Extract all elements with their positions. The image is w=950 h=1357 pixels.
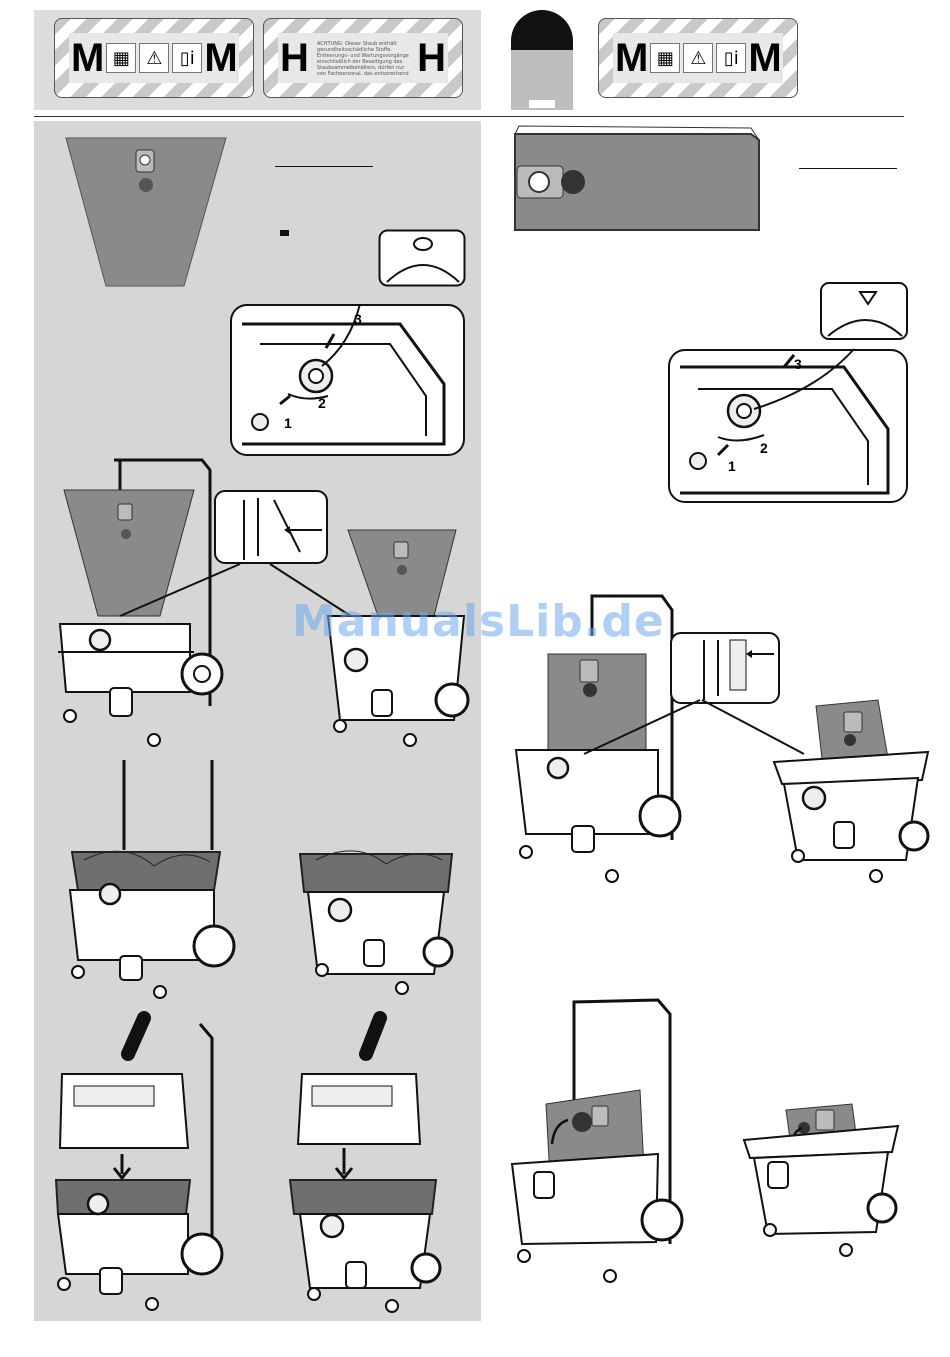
header-rule [34,116,904,117]
pointer-lines-left [119,563,361,623]
badge-h-class: H ACHTUNG: Dieser Staub enthält gesundhe… [263,18,463,98]
heading-rule-right [799,168,897,169]
vacuum-head-placement-left [54,1011,224,1311]
badge-m-class-right: M ▦ ⚠ ▯i M [598,18,798,98]
flat-filter-bag [514,125,760,231]
heading-rule-left [275,166,373,167]
step-number-2: 2 [318,395,326,411]
fitting-detail-inset [378,229,466,287]
connector-detail-inset [214,490,328,564]
warning-icon: ⚠ [683,43,714,73]
class-letter-right: M [204,36,238,80]
step-number-1: 1 [728,458,736,474]
class-letter-right: M [748,36,782,80]
pointer-lines-right [583,699,805,755]
filter-icon: ▦ [106,43,137,73]
bag-mount-detail-right: 1 2 3 [668,348,908,503]
section-tab [511,10,573,110]
filter-icon: ▦ [650,43,681,73]
class-letter-left: M [71,36,105,80]
step-number-1: 1 [284,415,292,431]
hazard-notice-text: ACHTUNG: Dieser Staub enthält gesundheit… [316,41,409,75]
watermark: ManualsLib.de [292,596,665,647]
vacuum-bag-rotate-right [510,998,684,1283]
warning-icon: ⚠ [139,43,170,73]
manual-icon: ▯i [172,43,203,73]
step-number-2: 2 [760,440,768,456]
class-letter-right: H [417,36,446,80]
bullet-mark [280,230,289,236]
step-number-3: 3 [794,356,802,372]
vacuum-with-flat-bag-right [514,594,682,883]
class-letter-left: H [280,36,309,80]
bag-mount-detail: 1 2 3 [230,303,465,456]
vacuum-bag-fitted-left [68,760,236,999]
container-bag-fitted-left [298,850,454,995]
step-number-3: 3 [354,311,362,327]
container-head-placement-left [288,1011,442,1313]
badge-m-class-left: M ▦ ⚠ ▯i M [54,18,254,98]
manual-icon: ▯i [716,43,747,73]
container-with-flat-bag-right [772,699,930,883]
fitting-detail-inset-right [820,282,908,340]
vacuum-with-bag-left [58,458,224,747]
filter-bag-illustration [65,137,227,287]
container-bag-rotate-right [742,1103,900,1257]
class-letter-left: M [615,36,649,80]
container-with-bag-left [326,529,470,747]
connector-detail-inset-right [670,632,780,704]
